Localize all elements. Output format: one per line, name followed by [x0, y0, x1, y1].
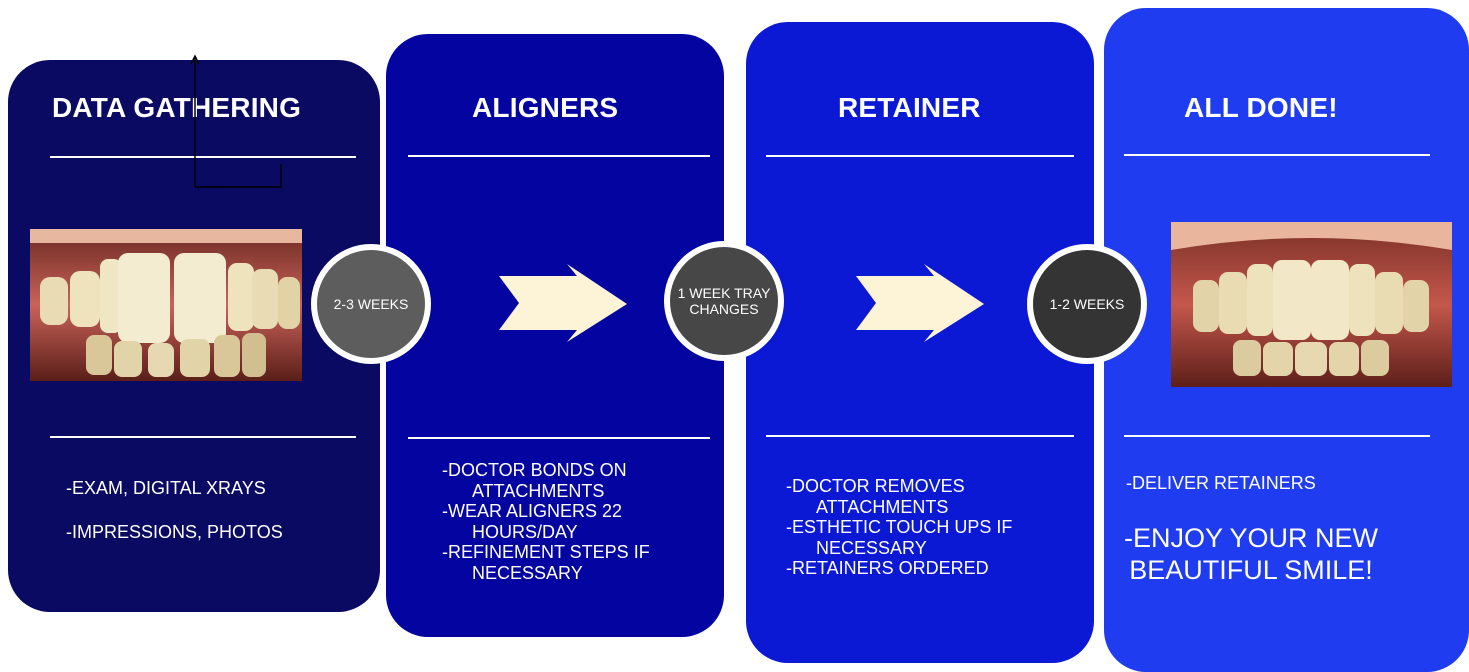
duration-label: 2-3 WEEKS — [333, 296, 409, 312]
duration-label-line: 1 WEEK TRAY — [677, 285, 771, 301]
stage-description: -EXAM, DIGITAL XRAYS -IMPRESSIONS, PHOTO… — [66, 478, 283, 542]
description-line: -DELIVER RETAINERS — [1126, 473, 1316, 493]
bracket-arrow-icon — [190, 54, 282, 188]
photo-divider — [50, 436, 356, 438]
crooked-teeth-photo-icon — [30, 229, 302, 381]
stage-title: ALIGNERS — [472, 92, 619, 123]
stage-title: ALL DONE! — [1184, 92, 1338, 123]
stage-panel-retainer: RETAINER -DOCTOR REMOVES ATTACHMENTS -ES… — [746, 22, 1094, 663]
description-line: -IMPRESSIONS, PHOTOS — [66, 522, 283, 542]
duration-label-line: CHANGES — [689, 301, 759, 317]
description-line: -REFINEMENT STEPS IF — [442, 542, 650, 562]
description-line: NECESSARY — [472, 562, 583, 583]
stage-title: DATA GATHERING — [52, 92, 302, 123]
description-line: -EXAM, DIGITAL XRAYS — [66, 478, 266, 498]
stage-title: RETAINER — [838, 92, 981, 123]
stage-description: -DOCTOR REMOVES ATTACHMENTS -ESTHETIC TO… — [786, 476, 1012, 579]
duration-badge-2: 1 WEEK TRAY CHANGES — [664, 241, 784, 361]
right-arrow-icon — [856, 264, 984, 342]
description-line: -DOCTOR REMOVES — [786, 476, 965, 496]
description-line: BEAUTIFUL SMILE! — [1129, 555, 1373, 585]
stage-highlight: -ENJOY YOUR NEW BEAUTIFUL SMILE! — [1124, 522, 1378, 586]
description-line: -DOCTOR BONDS ON — [442, 460, 627, 480]
photo-divider — [1124, 435, 1430, 437]
description-line: -RETAINERS ORDERED — [786, 558, 989, 578]
stage-description: -DOCTOR BONDS ON ATTACHMENTS -WEAR ALIGN… — [442, 460, 650, 583]
right-arrow-icon — [499, 264, 627, 342]
title-divider — [766, 155, 1074, 157]
description-line: HOURS/DAY — [472, 521, 578, 542]
photo-divider — [766, 435, 1074, 437]
duration-label: 1 WEEK TRAY CHANGES — [678, 285, 771, 317]
title-divider — [1124, 154, 1430, 156]
description-line: -ESTHETIC TOUCH UPS IF — [786, 517, 1013, 537]
description-line: NECESSARY — [816, 537, 927, 558]
description-line: -WEAR ALIGNERS 22 — [442, 501, 623, 521]
title-divider — [408, 155, 710, 157]
title-divider — [50, 156, 356, 158]
duration-badge-1: 2-3 WEEKS — [311, 244, 431, 364]
description-line: -ENJOY YOUR NEW — [1124, 523, 1379, 553]
straight-teeth-photo-icon — [1171, 222, 1452, 387]
duration-badge-3: 1-2 WEEKS — [1027, 244, 1147, 364]
photo-divider — [408, 437, 710, 439]
duration-label: 1-2 WEEKS — [1049, 296, 1125, 312]
description-line: ATTACHMENTS — [816, 496, 949, 517]
description-line: ATTACHMENTS — [472, 480, 605, 501]
stage-description: -DELIVER RETAINERS — [1126, 473, 1316, 494]
stage-panel-aligners: ALIGNERS -DOCTOR BONDS ON ATTACHMENTS -W… — [386, 34, 724, 637]
